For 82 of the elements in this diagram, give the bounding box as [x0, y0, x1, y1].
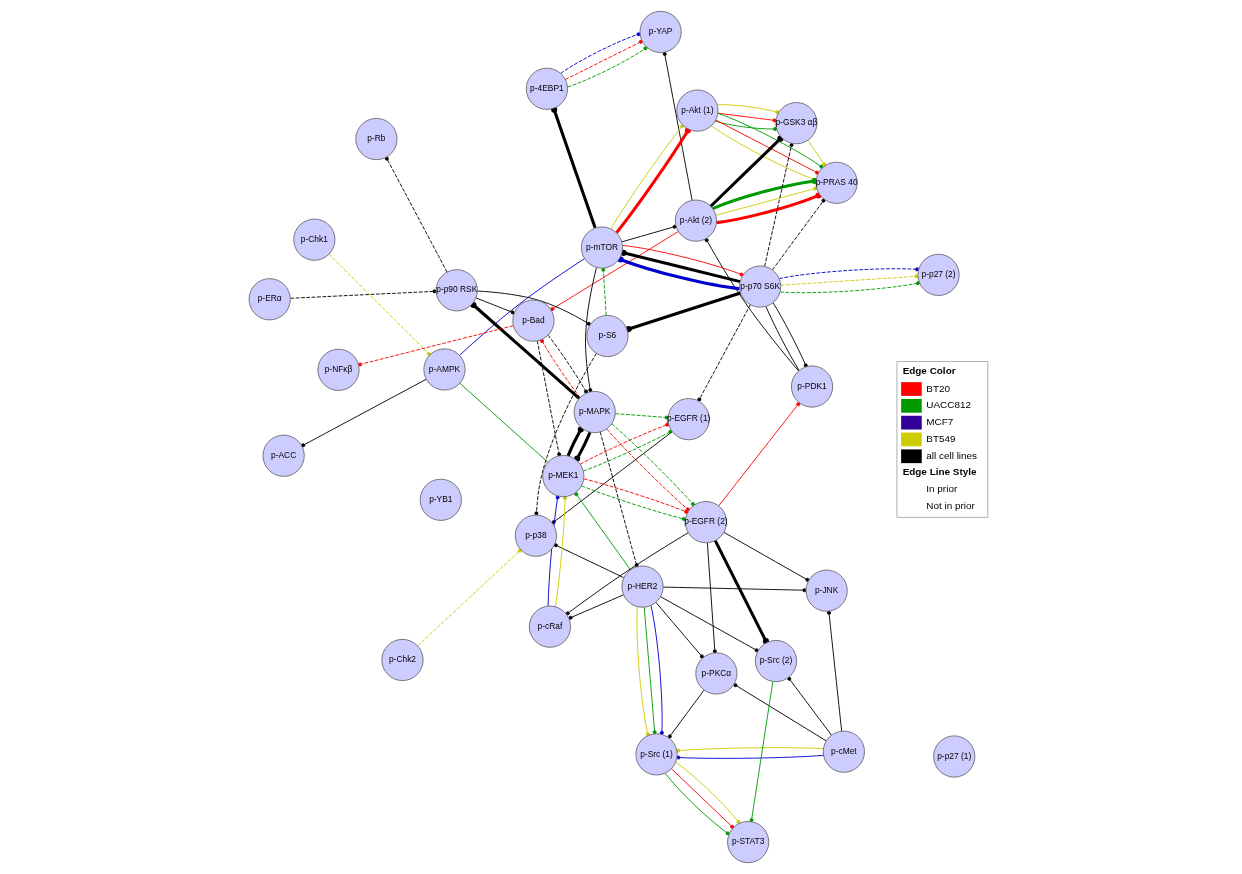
connector	[659, 596, 759, 653]
connector	[713, 539, 769, 645]
connector	[568, 594, 624, 620]
label: Edge Line Style	[902, 465, 977, 477]
connector	[779, 281, 920, 294]
connector	[704, 238, 799, 372]
node-circle: p-cMet	[822, 730, 865, 773]
connector	[717, 402, 800, 507]
connector	[579, 422, 669, 465]
connector	[643, 606, 657, 735]
node-circle: p-Chk2	[381, 638, 423, 681]
connector	[654, 601, 704, 659]
connector	[723, 531, 809, 582]
connector	[554, 496, 567, 608]
connector	[763, 143, 793, 267]
connector	[564, 39, 643, 80]
connector	[764, 305, 799, 371]
connector	[357, 325, 514, 367]
connector	[559, 32, 640, 74]
connector	[772, 302, 808, 368]
connector	[289, 289, 436, 299]
connector	[717, 112, 823, 169]
connector	[614, 127, 691, 234]
connector	[826, 610, 842, 732]
connector	[610, 423, 695, 506]
legend-label: all cell lines	[925, 449, 977, 461]
legend-label: In prior	[925, 483, 957, 495]
connector	[566, 46, 647, 88]
connector	[670, 768, 734, 829]
connector	[714, 120, 777, 131]
connector	[662, 52, 693, 201]
connector	[664, 772, 730, 836]
legend-label: UACC812	[925, 399, 971, 411]
node-circle: p-p27 (1)	[932, 735, 975, 778]
connector	[539, 339, 580, 398]
connector	[807, 139, 826, 167]
connector	[786, 676, 832, 736]
connector	[675, 747, 824, 753]
connector	[459, 382, 548, 463]
connector	[469, 301, 580, 400]
connector	[565, 532, 689, 616]
connector	[536, 340, 561, 457]
node-circle: p-4EBP1	[525, 67, 568, 110]
connector	[667, 689, 704, 739]
connector	[300, 378, 426, 448]
connector	[533, 353, 597, 516]
connector	[599, 431, 639, 568]
connector	[696, 304, 751, 402]
connector	[553, 543, 624, 579]
connector	[458, 258, 585, 356]
connector	[582, 429, 672, 472]
node-circle: p-YB1	[419, 478, 462, 521]
legend-label: BT20	[925, 382, 950, 394]
connector	[676, 754, 824, 760]
connector	[416, 548, 522, 647]
legend-label: MCF7	[925, 416, 953, 428]
connector	[617, 256, 740, 291]
connector	[328, 253, 431, 356]
connector	[620, 224, 677, 243]
connector	[620, 249, 740, 284]
connector	[384, 156, 448, 273]
connector	[715, 186, 817, 216]
connector	[566, 426, 584, 457]
connector	[573, 492, 631, 571]
connector	[550, 106, 597, 229]
connector	[709, 135, 783, 208]
legend-label: Not in prior	[925, 500, 975, 512]
connector	[625, 291, 741, 333]
node-circle: p-Chk1	[292, 218, 335, 261]
connector	[733, 683, 827, 742]
connector	[706, 542, 717, 654]
connector	[650, 605, 664, 735]
connector	[674, 761, 740, 824]
connector	[662, 586, 806, 593]
legend-label: BT549	[925, 433, 956, 445]
node-circle: p-ERα	[248, 278, 291, 321]
connector	[635, 606, 650, 736]
label: Edge Color	[902, 365, 956, 377]
connector	[716, 104, 779, 115]
connector	[749, 681, 773, 822]
connector	[715, 192, 821, 225]
connector	[573, 431, 591, 462]
